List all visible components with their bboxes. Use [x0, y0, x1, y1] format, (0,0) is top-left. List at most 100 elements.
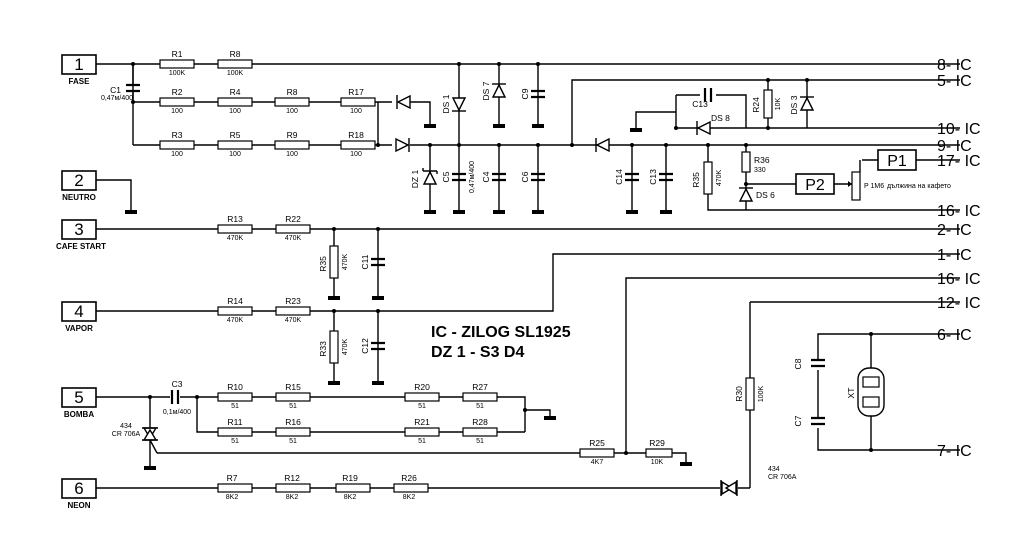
- resistor-r23: R23 470K: [275, 296, 311, 324]
- terminal-name: BOMBA: [64, 410, 94, 419]
- component-label: 470K: [285, 317, 302, 324]
- diode-r17-line: [396, 94, 411, 110]
- component-label: 434: [768, 466, 780, 473]
- component-label: 100K: [758, 386, 765, 403]
- component-label: 8K2: [286, 494, 299, 501]
- terminal-name: FASE: [69, 77, 91, 86]
- component-label: P 1M6: [864, 183, 884, 190]
- resistor-r3: R3 100: [159, 130, 195, 158]
- component-label: R10: [227, 382, 243, 392]
- ic-pin-label: 6- IC: [937, 327, 972, 344]
- component-label: R11: [228, 417, 243, 427]
- component-label: R30: [734, 386, 744, 402]
- component-label: 100K: [227, 70, 244, 77]
- resistor-r11: R11 51: [217, 417, 253, 445]
- resistor-r4: R4 100: [217, 87, 253, 115]
- resistor-r24: R24 10K: [751, 89, 782, 119]
- terminal-number: 1: [74, 55, 83, 74]
- terminal-cafe-start: 3 CAFE START: [56, 219, 106, 251]
- triacs: 434 CR 706A 434 CR 706A: [112, 423, 797, 496]
- component-label: 100: [286, 151, 298, 158]
- component-label: R8: [287, 87, 298, 97]
- terminal-neutro: 2 NEUTRO: [61, 170, 97, 202]
- resistor-r28: R28 51: [462, 417, 498, 445]
- capacitor-c11: C11: [360, 254, 385, 269]
- capacitor-c9: C9: [520, 88, 545, 99]
- component-label: 470K: [342, 339, 349, 356]
- triac-neon: 434 CR 706A: [720, 466, 797, 496]
- component-label: DS 1: [441, 94, 451, 113]
- capacitor-c3: C3 0,1м/400: [163, 379, 191, 416]
- component-label: C14: [614, 169, 624, 185]
- component-label: C4: [481, 171, 491, 182]
- component-label: 0,1м/400: [163, 409, 191, 416]
- terminal-bomba: 5 BOMBA: [61, 387, 97, 419]
- component-label: R24: [751, 97, 761, 113]
- component-label: 8K2: [344, 494, 357, 501]
- component-label: R23: [285, 296, 301, 306]
- terminal-vapor: 4 VAPOR: [61, 301, 97, 333]
- ground-symbols: [125, 124, 692, 470]
- component-label: R12: [284, 473, 300, 483]
- resistor-r26: R26 8K2: [393, 473, 429, 501]
- component-label: CR 706A: [768, 474, 797, 481]
- component-label: R29: [649, 438, 665, 448]
- terminal-name: NEUTRO: [62, 193, 96, 202]
- component-label: C1: [110, 85, 121, 95]
- component-label: 100: [350, 151, 362, 158]
- component-label: 51: [418, 438, 426, 445]
- component-label: DS 8: [711, 113, 730, 123]
- diodes: DS 1 DS 7 DZ 1 DS 3 DS 8 DS 6: [395, 81, 815, 202]
- component-label: 330: [754, 167, 766, 174]
- component-label: 100: [286, 108, 298, 115]
- component-label: 470K: [227, 317, 244, 324]
- resistor-r21: R21 51: [404, 417, 440, 445]
- component-label: R3: [172, 130, 183, 140]
- component-label: R35: [691, 172, 701, 188]
- resistor-r12: R12 8K2: [275, 473, 311, 501]
- component-label: DS 6: [756, 190, 775, 200]
- component-label: XT: [846, 388, 856, 399]
- component-label: R8: [230, 49, 241, 59]
- component-label: 10K: [651, 459, 664, 466]
- component-label: C13: [648, 169, 658, 185]
- resistor-r17: R17 100: [340, 87, 376, 115]
- component-label: C6: [520, 171, 530, 182]
- component-label: 8K2: [403, 494, 416, 501]
- component-label: C11: [360, 254, 370, 269]
- note-line-1: IC - ZILOG SL1925: [431, 324, 571, 341]
- diode-9ic: [595, 137, 610, 153]
- capacitor-c14: C14: [614, 169, 639, 185]
- component-label: P1: [887, 153, 907, 170]
- p2-box: P2: [795, 173, 835, 195]
- component-label: 4K7: [591, 459, 604, 466]
- component-label: R28: [472, 417, 488, 427]
- component-label: 0,47м/400: [101, 95, 133, 102]
- component-label: 470K: [227, 235, 244, 242]
- ic-pin-label: 16- IC: [937, 271, 981, 288]
- resistor-r36: R36 330: [741, 151, 770, 174]
- component-label: R18: [348, 130, 364, 140]
- resistor-r29: R29 10K: [645, 438, 673, 466]
- resistor-r19: R19 8K2: [335, 473, 371, 501]
- component-label: P2: [805, 177, 825, 194]
- capacitor-c13b: C13: [648, 169, 673, 185]
- diode-ds3: DS 3: [789, 95, 815, 114]
- resistor-r1: R1 100K: [159, 49, 195, 77]
- ic-pin-label: 16- IC: [937, 203, 981, 220]
- component-label: C5: [441, 171, 451, 182]
- component-label: 51: [231, 403, 239, 410]
- ic-pin-label: 5- IC: [937, 73, 972, 90]
- p1-box: P1: [877, 149, 917, 171]
- ic-pin-label: 2- IC: [937, 222, 972, 239]
- resistor-r35a: R35 470K: [318, 245, 349, 279]
- component-label: 51: [476, 438, 484, 445]
- component-label: R19: [342, 473, 358, 483]
- resistor-r7: R7 8K2: [217, 473, 253, 501]
- resistor-r2: R2 100: [159, 87, 195, 115]
- component-label: 100: [171, 108, 183, 115]
- resistor-r16: R16 51: [275, 417, 311, 445]
- component-label: R5: [230, 130, 241, 140]
- terminal-number: 4: [74, 302, 83, 321]
- terminal-neon: 6 NEON: [61, 478, 97, 510]
